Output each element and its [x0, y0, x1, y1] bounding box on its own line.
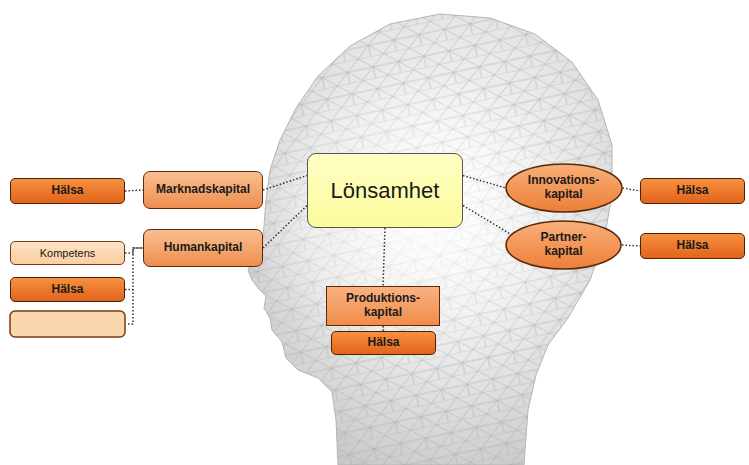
empty-box	[10, 311, 125, 337]
capital-box: Humankapital	[143, 229, 263, 267]
dotted-connector	[463, 206, 512, 236]
node-label: Kompetens	[40, 247, 96, 260]
health-box: Hälsa	[10, 178, 125, 204]
dotted-connector	[623, 188, 641, 191]
health-box: Hälsa	[10, 277, 125, 302]
competence-box: Kompetens	[10, 241, 125, 265]
dotted-connector	[125, 248, 143, 290]
capital-box: Produktions- kapital	[326, 286, 440, 326]
dotted-connector	[263, 176, 307, 191]
bracket-line	[126, 289, 133, 324]
capital-box: Marknadskapital	[143, 171, 263, 209]
dotted-connector	[263, 206, 307, 249]
node-label: Humankapital	[164, 241, 243, 255]
node-label: Hälsa	[676, 239, 708, 253]
dotted-connector	[125, 190, 143, 191]
node-label: Hälsa	[367, 336, 399, 350]
dotted-connector	[383, 228, 385, 286]
head-silhouette	[230, 0, 630, 465]
dotted-connector	[463, 176, 506, 189]
node-label: Partner- kapital	[524, 231, 604, 259]
dotted-connector	[622, 245, 640, 246]
central-box: Lönsamhet	[307, 153, 463, 228]
node-label: Lönsamhet	[331, 178, 440, 203]
node-label: Hälsa	[51, 283, 83, 297]
node-label: Hälsa	[676, 184, 708, 198]
node-label: Produktions- kapital	[338, 292, 428, 320]
node-label: Innovations- kapital	[518, 174, 610, 202]
health-box: Hälsa	[331, 331, 436, 355]
node-label: Marknadskapital	[156, 183, 250, 197]
health-box: Hälsa	[640, 233, 745, 259]
capital-ellipse: Innovations- kapital	[505, 163, 623, 213]
health-box: Hälsa	[640, 178, 745, 204]
capital-ellipse: Partner- kapital	[505, 220, 622, 270]
node-label: Hälsa	[51, 184, 83, 198]
